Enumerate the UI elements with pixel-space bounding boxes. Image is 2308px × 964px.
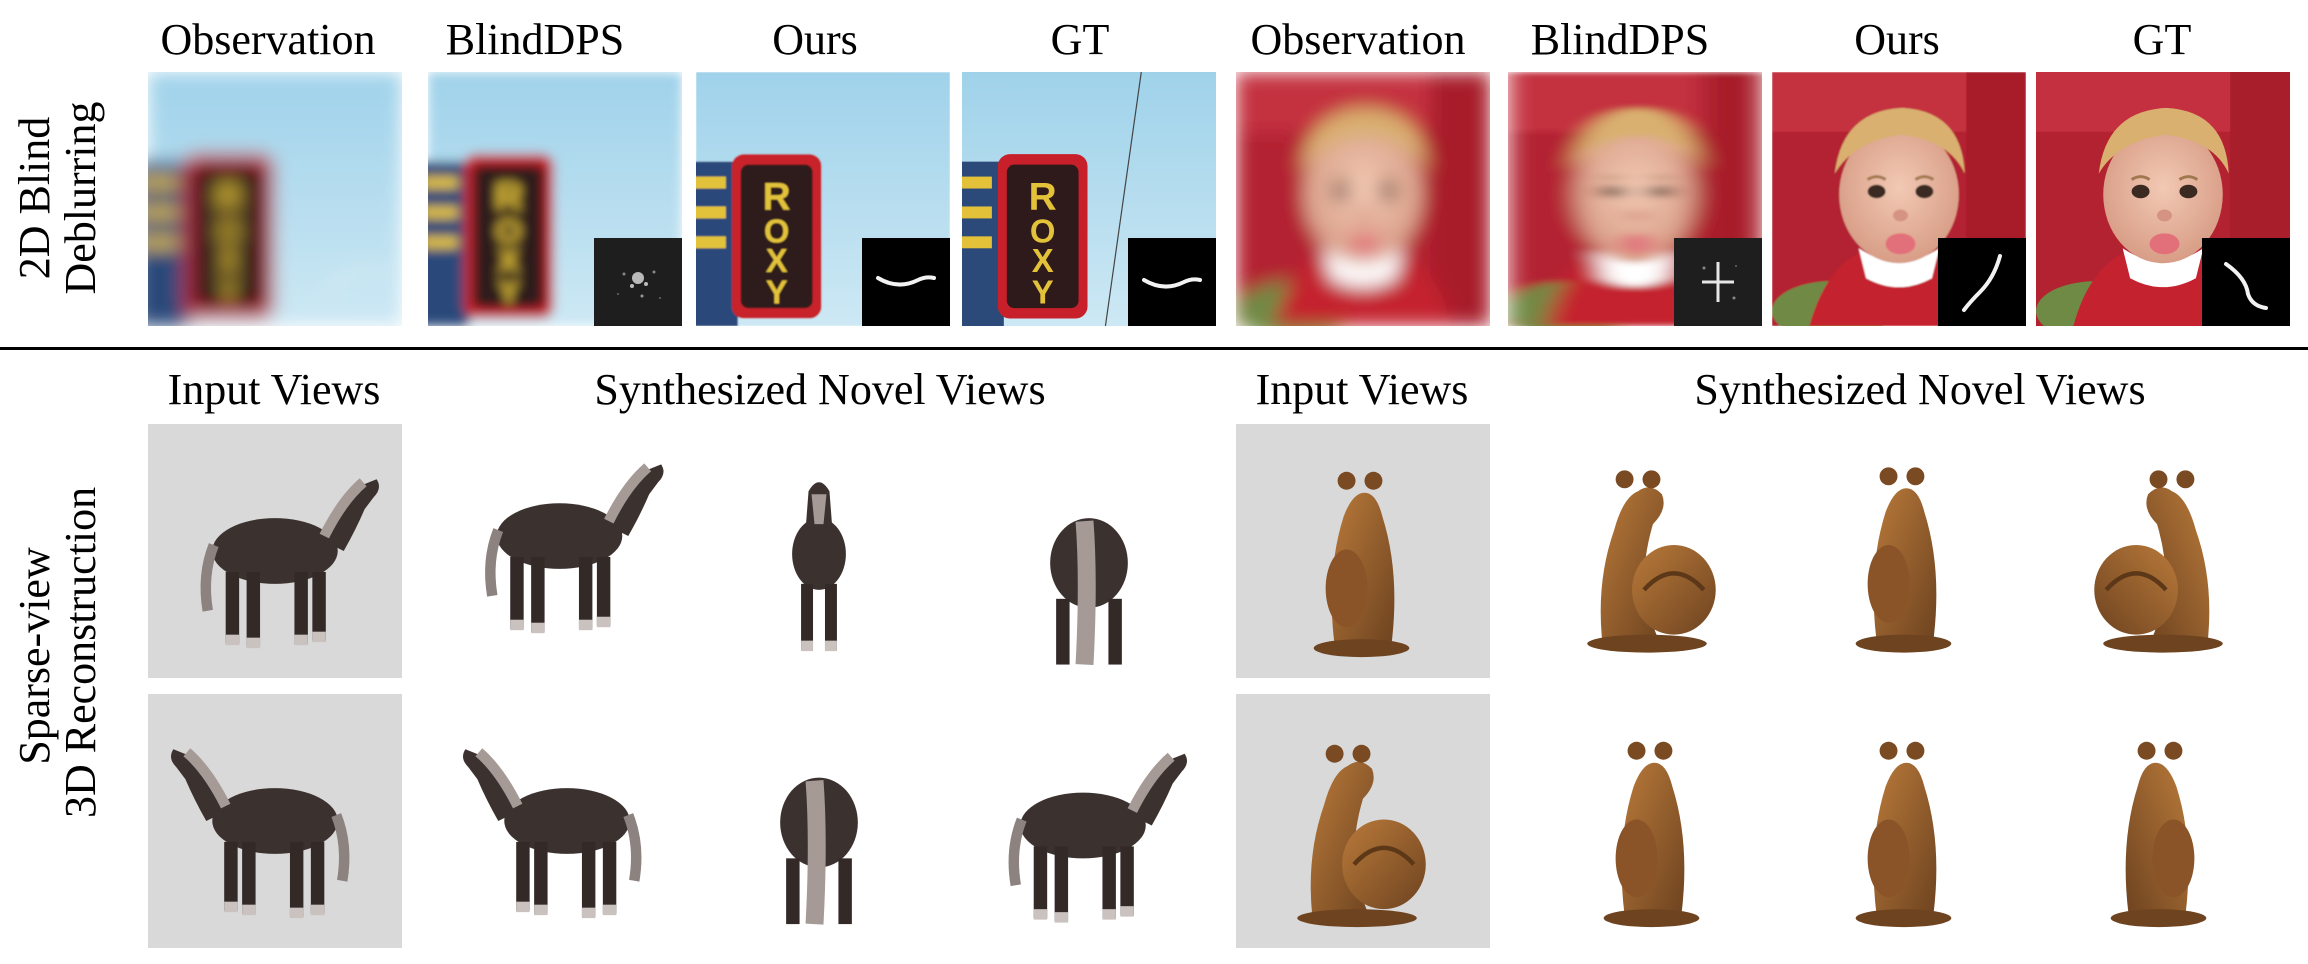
row-label-line1: 2D Blind (10, 116, 59, 280)
header-novel-views-1: Synthesized Novel Views (594, 365, 1046, 414)
face-ours-image (1772, 72, 2026, 326)
kernel-estimated-inset (862, 238, 950, 326)
kernel-gt-inset (1128, 238, 1216, 326)
face-blinddps-image (1508, 72, 1762, 326)
header-ours-2: Ours (1854, 15, 1940, 64)
header-blinddps-2: BlindDPS (1530, 15, 1710, 64)
sign-ours-image (696, 72, 950, 326)
sign-gt-image (962, 72, 1216, 326)
header-gt-2: GT (2132, 15, 2192, 64)
face-gt-image (2036, 72, 2290, 326)
kernel-noisy-inset (1674, 238, 1762, 326)
kernel-gt-inset (2202, 238, 2290, 326)
row-label-line1: Sparse-view (10, 547, 59, 765)
horse-input-view-1 (148, 424, 402, 678)
horse-input-view-2 (148, 694, 402, 948)
row-label-line2: Deblurring (56, 101, 106, 295)
snail-novel-view-2c (2036, 694, 2290, 948)
horse-novel-view-1a (440, 424, 694, 678)
horse-novel-view-2c (962, 694, 1216, 948)
header-gt-1: GT (1050, 15, 1110, 64)
snail-novel-view-1c (2036, 424, 2290, 678)
kernel-estimated-inset (1938, 238, 2026, 326)
section-divider (0, 347, 2308, 350)
row-label-reconstruction: Sparse-view 3D Reconstruction (10, 486, 112, 818)
horse-novel-view-1b (692, 424, 946, 678)
snail-novel-view-2b (1772, 694, 2026, 948)
snail-novel-view-1a (1520, 424, 1774, 678)
horse-novel-view-1c (962, 424, 1216, 678)
face-observation-image (1236, 72, 1490, 326)
sign-observation-image (148, 72, 402, 326)
header-blinddps-1: BlindDPS (445, 15, 625, 64)
header-observation-1: Observation (160, 15, 376, 64)
header-input-views-1: Input Views (167, 365, 381, 414)
snail-novel-view-1b (1772, 424, 2026, 678)
header-observation-2: Observation (1250, 15, 1466, 64)
row-label-line2: 3D Reconstruction (56, 486, 106, 818)
horse-novel-view-2b (692, 694, 946, 948)
horse-novel-view-2a (440, 694, 694, 948)
row-label-deblurring: 2D Blind Deblurring (10, 76, 112, 320)
snail-novel-view-2a (1520, 694, 1774, 948)
sign-blinddps-image (428, 72, 682, 326)
snail-input-view-1 (1236, 424, 1490, 678)
header-input-views-2: Input Views (1255, 365, 1469, 414)
kernel-noisy-inset (594, 238, 682, 326)
header-ours-1: Ours (772, 15, 858, 64)
snail-input-view-2 (1236, 694, 1490, 948)
header-novel-views-2: Synthesized Novel Views (1694, 365, 2146, 414)
